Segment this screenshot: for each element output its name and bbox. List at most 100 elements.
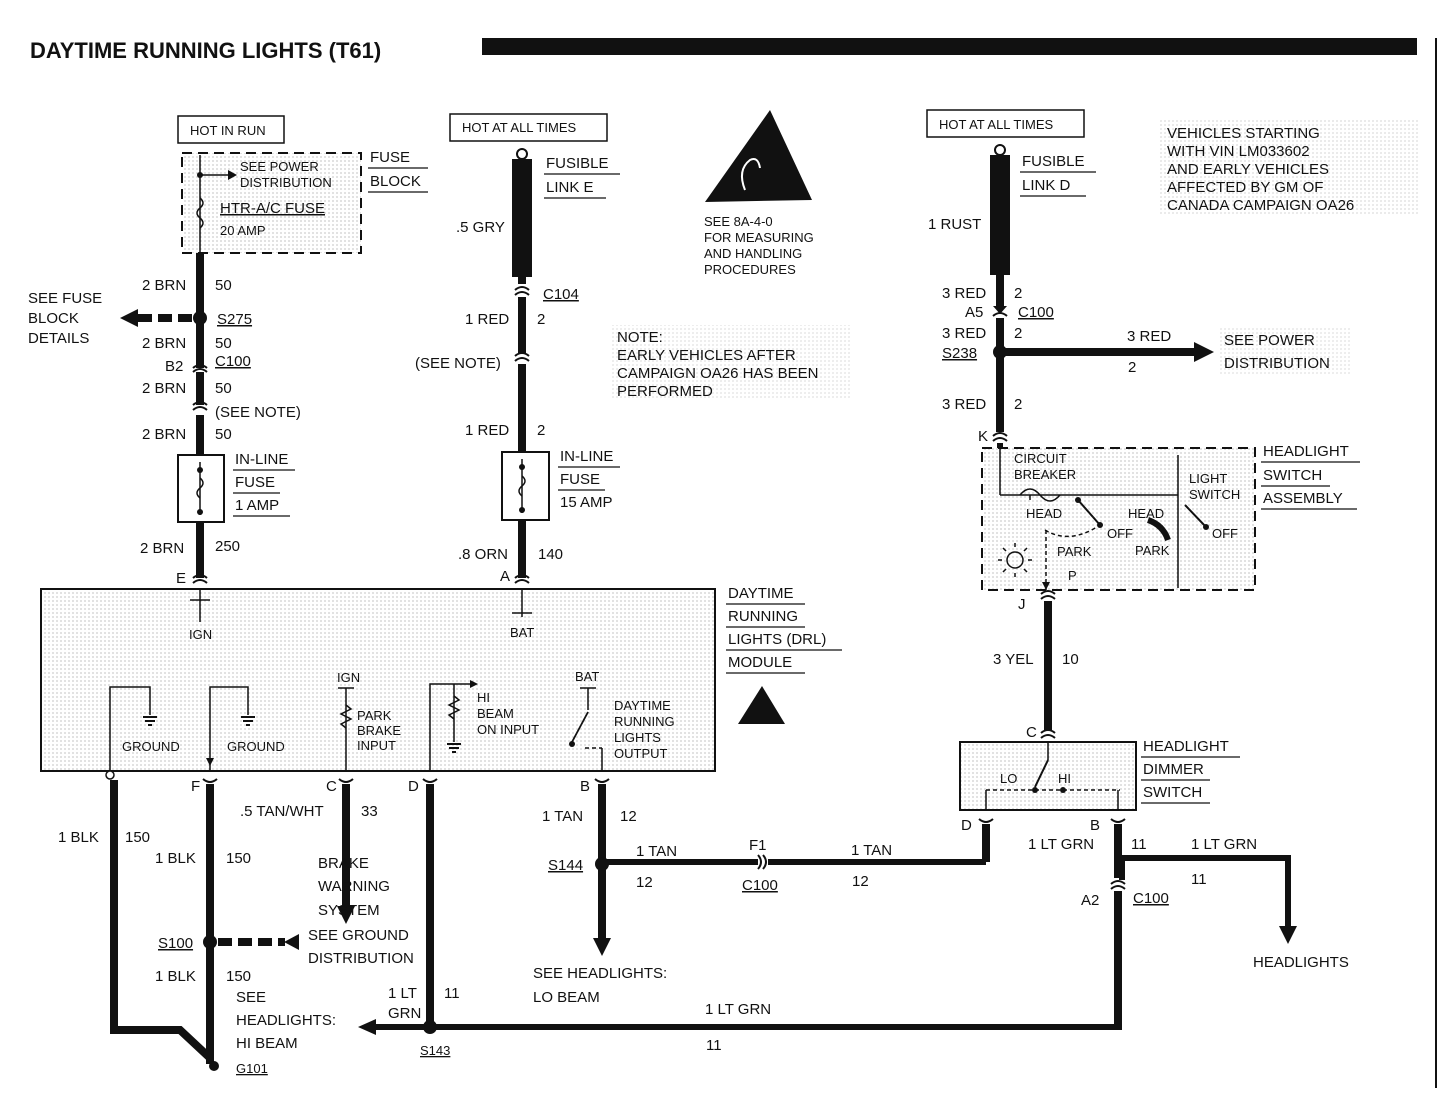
left-circuit-2: 50 bbox=[215, 335, 232, 352]
inline-1amp-label-2: FUSE bbox=[235, 474, 275, 491]
arrow-left-icon bbox=[120, 309, 138, 327]
drl-pin-f: F bbox=[191, 778, 200, 795]
hs-head-1: HEAD bbox=[1026, 506, 1062, 521]
brake-3: SYSTEM bbox=[318, 902, 380, 919]
dimmer-label-2: DIMMER bbox=[1143, 761, 1204, 778]
hs-p: P bbox=[1068, 568, 1077, 583]
vin-note-1: VEHICLES STARTING bbox=[1167, 125, 1320, 142]
inline-fuse-1amp bbox=[177, 454, 225, 523]
esd-warning-icon bbox=[705, 110, 812, 202]
mid-c104: C104 bbox=[543, 286, 579, 303]
right-circuit-1: 2 bbox=[1014, 285, 1022, 302]
hs-out-wire: 3 YEL bbox=[993, 651, 1034, 668]
headlights-label: HEADLIGHTS bbox=[1253, 954, 1349, 971]
see-hl-1: SEE bbox=[236, 989, 266, 1006]
left-wire-1: 2 BRN bbox=[142, 277, 186, 294]
see-lo-1: SEE HEADLIGHTS: bbox=[533, 965, 667, 982]
bot-ltgrn-2: GRN bbox=[388, 1005, 421, 1022]
drl-label-4: MODULE bbox=[728, 654, 792, 671]
note-line-4: PERFORMED bbox=[617, 383, 713, 400]
drl-ign: IGN bbox=[189, 627, 212, 642]
hot-at-all-times-box-2 bbox=[926, 109, 1085, 138]
drl-pin-c: C bbox=[326, 778, 337, 795]
drl-ground-1: GROUND bbox=[122, 739, 180, 754]
fusible-link-d-body bbox=[990, 155, 1010, 275]
drl-park-3: INPUT bbox=[357, 738, 396, 753]
fuse-block-label-1: FUSE bbox=[370, 149, 410, 166]
mid-see-note: (SEE NOTE) bbox=[415, 355, 501, 372]
drl-hi-2: BEAM bbox=[477, 706, 514, 721]
htr-ac-fuse-rating: 20 AMP bbox=[220, 223, 266, 238]
splice-s144: S144 bbox=[548, 857, 583, 874]
hs-out-circuit: 10 bbox=[1062, 651, 1079, 668]
hs-park-1: PARK bbox=[1057, 544, 1092, 559]
see-hl-2: HEADLIGHTS: bbox=[236, 1012, 336, 1029]
inline-1amp-label-1: IN-LINE bbox=[235, 451, 288, 468]
drl-ign-2: IGN bbox=[337, 670, 360, 685]
bot-blk-c: 1 BLK bbox=[155, 968, 196, 985]
bot-ltgrn-r2: 1 LT GRN bbox=[1191, 836, 1257, 853]
fuse-symbol-icon bbox=[196, 197, 204, 229]
ground-icon-3 bbox=[447, 743, 461, 753]
bot-blk-a-c: 150 bbox=[125, 829, 150, 846]
splice-s100-dot bbox=[203, 935, 217, 949]
drl-bat-2: BAT bbox=[575, 669, 599, 684]
splice-s143: S143 bbox=[420, 1043, 450, 1058]
right-circuit-4: 2 bbox=[1014, 396, 1022, 413]
resistor-icon-1 bbox=[339, 704, 353, 729]
mid-circuit-1: 2 bbox=[537, 311, 545, 328]
bot-blk-c-c: 150 bbox=[226, 968, 251, 985]
title-bar bbox=[482, 38, 1417, 55]
bot-tan-1-c: 12 bbox=[620, 808, 637, 825]
drl-park-1: PARK bbox=[357, 708, 392, 723]
drl-bat: BAT bbox=[510, 625, 534, 640]
dimmer-label-3: SWITCH bbox=[1143, 784, 1202, 801]
bot-ltgrn-bot: 1 LT GRN bbox=[705, 1001, 771, 1018]
hs-switch: SWITCH bbox=[1189, 487, 1240, 502]
vin-note-5: CANADA CAMPAIGN OA26 bbox=[1167, 197, 1354, 214]
hs-head-2: HEAD bbox=[1128, 506, 1164, 521]
left-c100: C100 bbox=[215, 353, 251, 370]
circuit-breaker-icon bbox=[1019, 488, 1061, 502]
fusible-link-d-2: LINK D bbox=[1022, 177, 1071, 194]
hs-breaker: BREAKER bbox=[1014, 467, 1076, 482]
drl-out-4: OUTPUT bbox=[614, 746, 668, 761]
bot-brake-c: 33 bbox=[361, 803, 378, 820]
dimmer-lo: LO bbox=[1000, 771, 1017, 786]
left-circuit-3: 50 bbox=[215, 380, 232, 397]
splice-s275: S275 bbox=[217, 311, 252, 328]
mid-pin-a: A bbox=[500, 568, 510, 585]
bot-ltgrn-1: 1 LT bbox=[388, 985, 417, 1002]
see-lo-2: LO BEAM bbox=[533, 989, 600, 1006]
right-wire-3: 3 RED bbox=[1127, 328, 1171, 345]
bot-ltgrn-r1-c: 11 bbox=[1131, 836, 1147, 853]
fusible-link-e-2: LINK E bbox=[546, 179, 594, 196]
hs-label-3: ASSEMBLY bbox=[1263, 490, 1343, 507]
drl-out-2: RUNNING bbox=[614, 714, 675, 729]
note-line-3: CAMPAIGN OA26 HAS BEEN bbox=[617, 365, 818, 382]
see-power-1: SEE POWER bbox=[1224, 332, 1315, 349]
left-see-note: (SEE NOTE) bbox=[215, 404, 301, 421]
drl-out-1: DAYTIME bbox=[614, 698, 671, 713]
bot-blk-a: 1 BLK bbox=[58, 829, 99, 846]
drl-out-3: LIGHTS bbox=[614, 730, 661, 745]
ground-g101: G101 bbox=[236, 1061, 268, 1076]
ground-icon-1 bbox=[143, 716, 157, 726]
connector-c100-icon bbox=[192, 364, 208, 373]
left-wire-3: 2 BRN bbox=[142, 380, 186, 397]
fuse-distribution: DISTRIBUTION bbox=[240, 175, 332, 190]
fusible-link-e-body bbox=[512, 159, 532, 277]
right-wire-2: 3 RED bbox=[942, 325, 986, 342]
bot-c100-r: C100 bbox=[1133, 890, 1169, 907]
hs-light: LIGHT bbox=[1189, 471, 1227, 486]
inline-15amp-label-3: 15 AMP bbox=[560, 494, 613, 511]
fuse-block-box bbox=[181, 152, 362, 254]
arrow-down-lobeam-icon bbox=[593, 938, 611, 956]
bot-f1: F1 bbox=[749, 837, 767, 854]
dimmer-pin-c: C bbox=[1026, 724, 1037, 741]
hot-at-all-times-1: HOT AT ALL TIMES bbox=[462, 120, 576, 135]
connector-f1-icon bbox=[757, 854, 767, 870]
mid-circuit-3: 140 bbox=[538, 546, 563, 563]
drl-label-3: LIGHTS (DRL) bbox=[728, 631, 826, 648]
